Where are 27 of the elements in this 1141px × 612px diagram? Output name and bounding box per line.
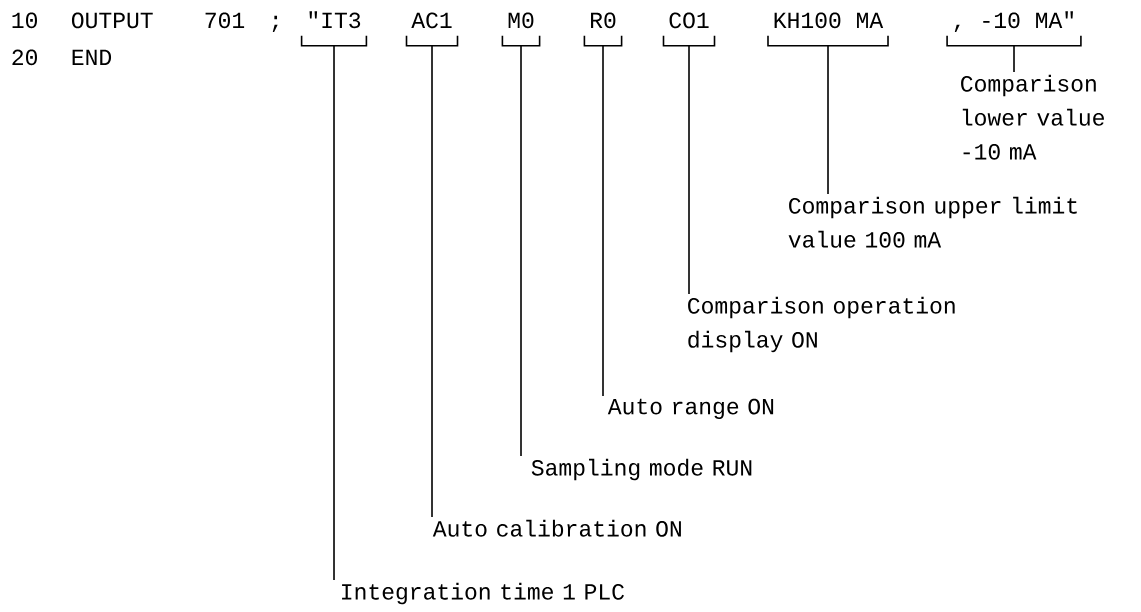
leader-line [431,45,433,518]
leader-line [520,45,522,457]
bracketed-code: , -10 MA" [946,11,1082,47]
code-text: ; [272,15,278,33]
leader-line [827,45,829,195]
bracketed-code: KH100 MA [767,12,889,47]
code-text: OUTPUT [71,12,153,29]
bracketed-code: CO1 [662,12,716,47]
bracketed-code: "IT3 [300,11,368,47]
bracketed-code: AC1 [405,12,459,47]
code-text: 10 [12,12,37,29]
bracketed-code: R0 [583,12,623,47]
code-text: END [72,49,112,65]
bracketed-code: M0 [501,12,541,47]
annotation-text: Comparison operation display ON [688,296,955,353]
annotation-text: Comparison upper limit value 100 mA [788,196,1077,248]
code-text: 20 [12,49,37,66]
annotation-text: Auto range ON [607,398,774,419]
leader-line [333,45,335,581]
leader-line [1013,45,1015,73]
code-text: 701 [205,12,245,29]
leader-line [602,45,604,397]
annotation-text: Comparison lower value -10 mA [961,74,1104,160]
leader-line [688,45,690,295]
annotation-text: Integration time 1 PLC [342,582,624,605]
annotation-text: Auto calibration ON [432,519,681,537]
annotation-text: Sampling mode RUN [531,458,752,481]
